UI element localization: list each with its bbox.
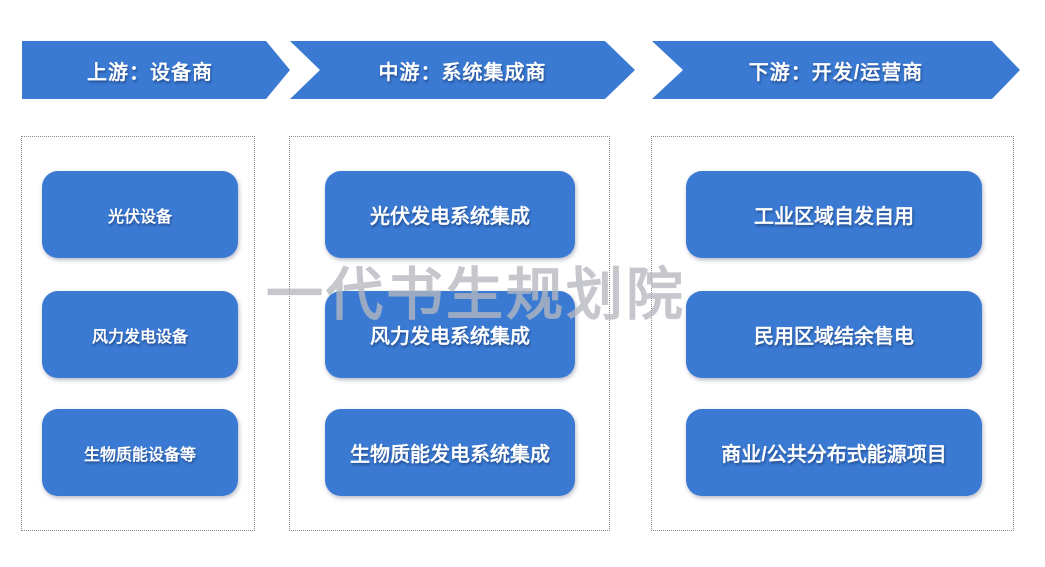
downstream-item-3: 商业/公共分布式能源项目 xyxy=(686,409,982,496)
midstream-stage-arrow: 中游：系统集成商 xyxy=(290,41,635,99)
midstream-item-1-label: 光伏发电系统集成 xyxy=(370,206,530,228)
upstream-item-1: 光伏设备 xyxy=(42,171,238,258)
midstream-item-1: 光伏发电系统集成 xyxy=(325,171,575,258)
midstream-item-2: 风力发电系统集成 xyxy=(325,291,575,378)
downstream-item-2-label: 民用区域结余售电 xyxy=(754,326,914,348)
upstream-column: 光伏设备 风力发电设备 生物质能设备等 xyxy=(21,136,255,531)
midstream-stage-label: 中游：系统集成商 xyxy=(378,61,547,84)
midstream-column: 光伏发电系统集成 风力发电系统集成 生物质能发电系统集成 xyxy=(289,136,610,531)
downstream-item-1: 工业区域自发自用 xyxy=(686,171,982,258)
upstream-stage-label: 上游：设备商 xyxy=(87,61,213,84)
downstream-stage-arrow: 下游：开发/运营商 xyxy=(652,41,1020,99)
upstream-item-1-label: 光伏设备 xyxy=(107,208,172,226)
upstream-item-3: 生物质能设备等 xyxy=(42,409,238,496)
downstream-item-3-label: 商业/公共分布式能源项目 xyxy=(721,444,947,466)
midstream-item-3-label: 生物质能发电系统集成 xyxy=(350,444,550,466)
downstream-column: 工业区域自发自用 民用区域结余售电 商业/公共分布式能源项目 xyxy=(651,136,1014,531)
midstream-item-2-label: 风力发电系统集成 xyxy=(370,326,530,348)
downstream-stage-label: 下游：开发/运营商 xyxy=(748,61,924,84)
downstream-item-2: 民用区域结余售电 xyxy=(686,291,982,378)
downstream-item-1-label: 工业区域自发自用 xyxy=(754,206,914,228)
upstream-item-2: 风力发电设备 xyxy=(42,291,238,378)
upstream-item-2-label: 风力发电设备 xyxy=(91,328,188,346)
upstream-stage-arrow: 上游：设备商 xyxy=(22,41,290,99)
upstream-item-3-label: 生物质能设备等 xyxy=(83,446,196,464)
midstream-item-3: 生物质能发电系统集成 xyxy=(325,409,575,496)
